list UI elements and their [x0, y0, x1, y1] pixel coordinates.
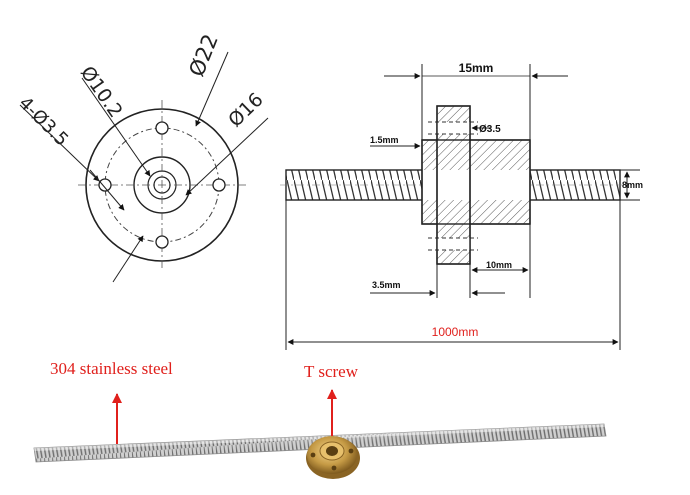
photo-brass-nut: [306, 436, 360, 479]
dim-d22: Ø22: [184, 31, 222, 80]
label-t-screw: T screw: [304, 362, 359, 381]
dim-rod-8: 8mm: [622, 180, 643, 190]
label-material: 304 stainless steel: [50, 359, 173, 378]
flange-front-view: Ø22 Ø10.2 Ø16 4-Ø3.5: [14, 31, 269, 283]
leader-extra-2: [112, 235, 144, 283]
nut-flange-hatch-top: [437, 106, 470, 170]
flange-hole-bottom: [437, 238, 470, 250]
dim-flange-1-5: 1.5mm: [370, 135, 399, 145]
dim-d10-2: Ø10.2: [76, 62, 127, 122]
dim-holes: 4-Ø3.5: [14, 93, 72, 151]
leader-extra-1: [89, 169, 125, 211]
mount-hole-bottom: [155, 235, 169, 249]
nut-flange-hatch-bottom: [437, 200, 470, 264]
side-section-view: 15mm Ø3.5 1.5mm 8mm 10mm 3.5mm 1000mm: [280, 61, 643, 350]
product-photo: 304 stainless steel T screw: [33, 359, 607, 479]
leader-d16: [185, 117, 269, 196]
mount-hole-right: [212, 178, 226, 192]
leader-d10-2: [81, 77, 151, 177]
flange-hole-top: [437, 122, 470, 134]
leader-d22: [195, 51, 229, 127]
dim-width-15: 15mm: [459, 61, 494, 75]
mount-hole-left: [98, 178, 112, 192]
dim-hole-3-5: Ø3.5: [479, 124, 501, 135]
dim-length-1000: 1000mm: [432, 325, 479, 339]
mount-hole-top: [155, 121, 169, 135]
leader-holes: [19, 104, 100, 182]
dim-flange-3-5: 3.5mm: [372, 280, 401, 290]
dim-body-10: 10mm: [486, 260, 512, 270]
